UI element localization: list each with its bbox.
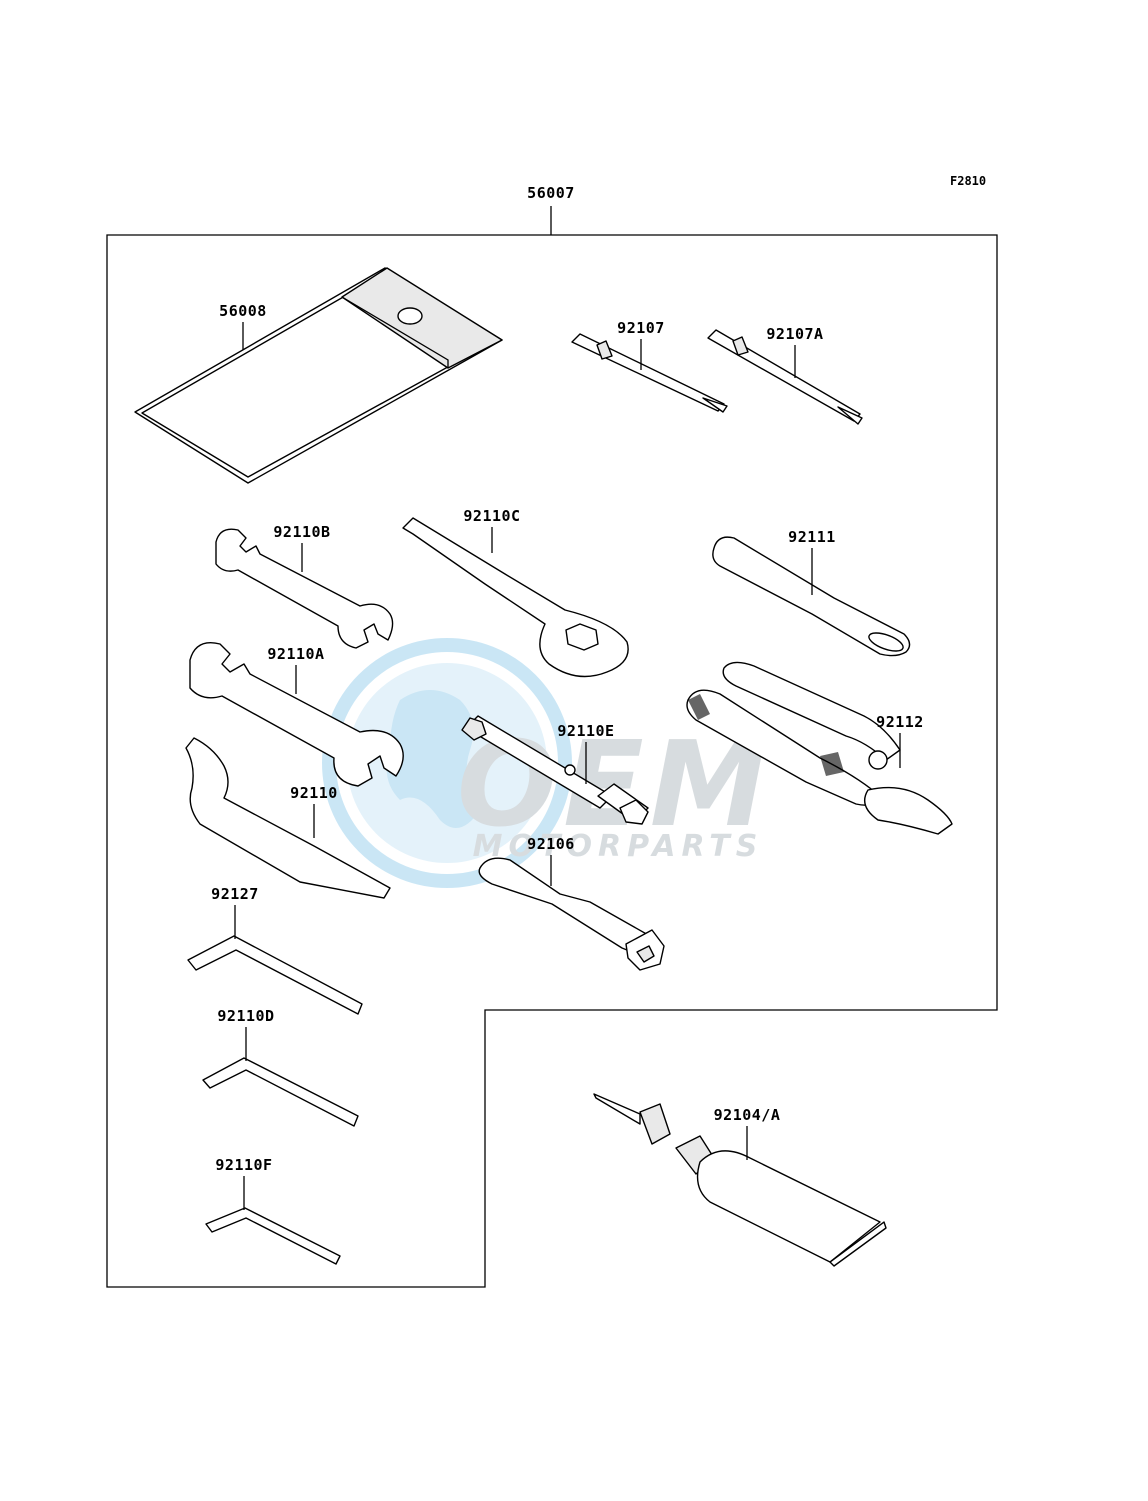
hex-key-icon xyxy=(205,1207,341,1265)
part-label-92106: 92106 xyxy=(527,835,575,853)
tool-bag-icon xyxy=(134,267,503,484)
hex-key-icon xyxy=(187,935,363,1015)
part-label-56008: 56008 xyxy=(219,302,267,320)
part-label-92110: 92110 xyxy=(290,784,338,802)
screwdriver-bit-icon xyxy=(707,329,863,425)
open-end-wrench-icon xyxy=(189,642,404,787)
watermark-sub: MOTORPARTS xyxy=(473,829,764,864)
box-wrench-icon xyxy=(402,517,629,678)
watermark: OEM MOTORPARTS xyxy=(322,638,767,888)
part-label-92110E: 92110E xyxy=(557,722,614,740)
part-label-92104A: 92104/A xyxy=(714,1106,781,1124)
screwdriver-handle-icon xyxy=(478,857,665,971)
open-end-wrench-icon xyxy=(215,528,394,649)
assembly-outline xyxy=(106,234,998,1288)
part-label-92107A: 92107A xyxy=(766,325,823,343)
part-label-92112: 92112 xyxy=(876,713,924,731)
part-label-92107: 92107 xyxy=(617,319,665,337)
hook-spanner-icon xyxy=(185,737,391,899)
hex-key-icon xyxy=(202,1057,359,1127)
assembly-part-number: 56007 xyxy=(527,184,575,202)
diagram-code: F2810 xyxy=(950,174,986,188)
part-label-92110F: 92110F xyxy=(215,1156,272,1174)
part-label-92110D: 92110D xyxy=(217,1007,274,1025)
part-label-92110C: 92110C xyxy=(463,507,520,525)
socket-wrench-icon xyxy=(461,715,649,825)
pliers-icon xyxy=(686,661,953,835)
grease-tube-icon xyxy=(593,1093,887,1267)
extension-bar-icon xyxy=(712,536,911,657)
watermark-globe-icon xyxy=(322,638,572,888)
part-label-92110A: 92110A xyxy=(267,645,324,663)
part-label-92111: 92111 xyxy=(788,528,836,546)
part-label-92110B: 92110B xyxy=(273,523,330,541)
screwdriver-bit-icon xyxy=(571,333,728,413)
part-label-92127: 92127 xyxy=(211,885,259,903)
